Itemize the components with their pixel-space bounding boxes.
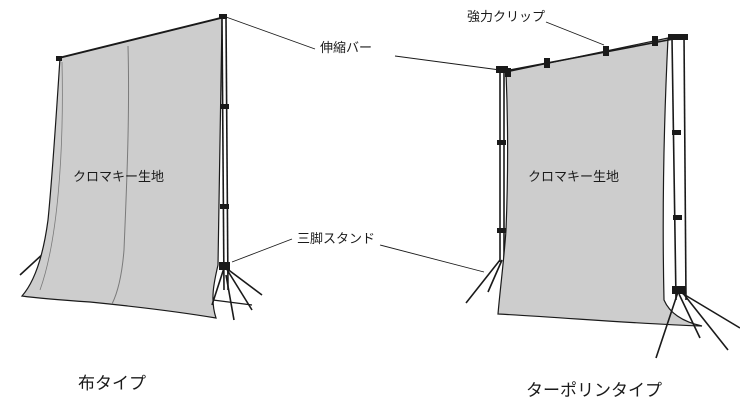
left-front-tripod (211, 267, 263, 321)
strong-clips (505, 36, 658, 77)
clip-icon (544, 58, 550, 68)
chroma-cloth-right-label: クロマキー生地 (528, 170, 619, 185)
telescopic-bar-label: 伸縮バー (320, 40, 372, 56)
tarpaulin-type-caption: ターポリンタイプ (526, 381, 662, 401)
right-left-tripod (465, 66, 508, 304)
tripod-hub (219, 262, 230, 270)
clip-icon (505, 68, 511, 77)
cloth-backdrop (20, 17, 223, 319)
cloth-edge-shade (39, 61, 63, 291)
left-bar-end-cap (219, 14, 227, 19)
tripod-stand-label: 三脚スタンド (297, 231, 375, 247)
right-right-tripod (655, 33, 740, 359)
cloth-type-illustration (19, 14, 263, 321)
clip-icon (603, 46, 609, 56)
pole-clamp-1 (220, 104, 229, 109)
pole-clamp-2 (220, 204, 229, 209)
strong-clip-label: 強力クリップ (467, 10, 545, 25)
tarpaulin-backdrop (497, 37, 703, 327)
left-stand-pole-b (221, 17, 225, 291)
cloth-type-caption: 布タイプ (78, 374, 146, 394)
left-telescopic-bar (57, 16, 225, 59)
left-bar-end-cap-2 (56, 56, 62, 61)
chroma-cloth-left-label: クロマキー生地 (73, 170, 164, 185)
tarpaulin-type-illustration (465, 33, 740, 359)
clip-icon (652, 36, 658, 46)
cloth-fold-line (111, 45, 130, 305)
leader-lines (225, 16, 605, 273)
